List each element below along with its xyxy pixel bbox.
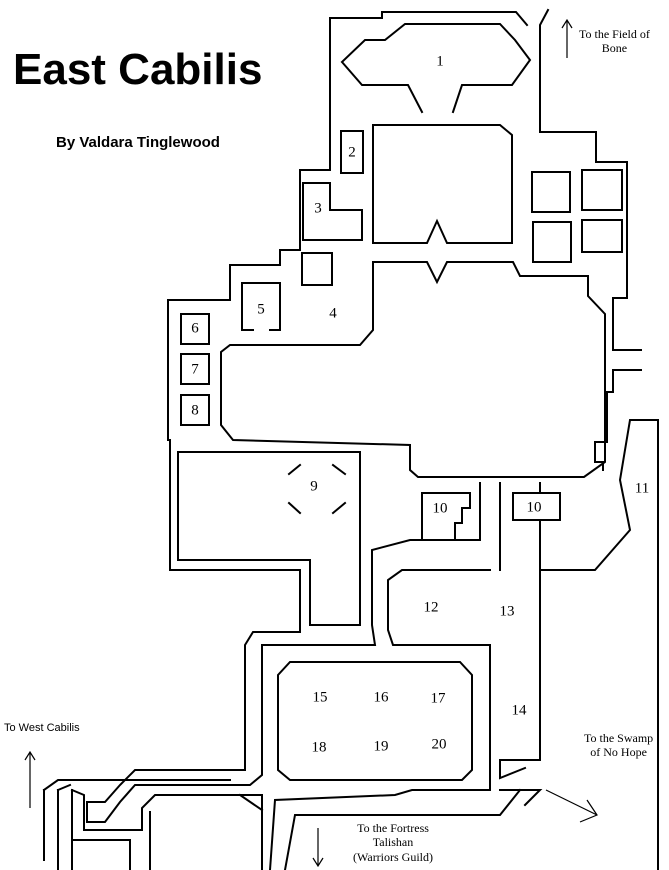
room-label: 16 — [373, 689, 389, 706]
exit-label-line: To the Fortress — [357, 821, 429, 835]
exit-field-of-bone: To the Field of Bone — [579, 27, 650, 56]
exit-swamp: To the Swamp of No Hope — [584, 731, 653, 760]
room-4-annex — [301, 252, 333, 286]
east-streets — [268, 419, 659, 870]
room-label: 5 — [257, 301, 265, 318]
room-9-diagonals — [287, 463, 347, 515]
south-west-street — [86, 439, 481, 823]
exit-fortress: To the Fortress Talishan (Warriors Guild… — [353, 821, 433, 864]
exit-label-line: To the Field of — [579, 27, 650, 41]
house-ne-1 — [531, 171, 571, 213]
room-2-box — [340, 130, 364, 174]
room-10b-box — [512, 492, 561, 521]
room-9-block — [177, 451, 361, 626]
room-7-box — [180, 353, 210, 385]
south-alley-west — [42, 779, 264, 870]
exit-west-cabilis: To West Cabilis — [4, 722, 80, 734]
room-label: 10 — [526, 499, 542, 516]
exit-label-line: Bone — [601, 41, 628, 56]
arrow-diagonal-icon — [545, 789, 598, 823]
room-label: 11 — [634, 480, 650, 497]
room-10a-box — [421, 492, 471, 541]
map-author: By Valdara Tinglewood — [56, 134, 220, 151]
arrow-down-icon — [312, 828, 324, 868]
outer-wall-east — [539, 8, 642, 471]
exit-label-line: To the Swamp — [584, 731, 654, 745]
room-label: 9 — [310, 478, 318, 495]
house-ne-4 — [581, 219, 623, 253]
room-label: 17 — [430, 690, 446, 707]
outer-wall-west — [167, 11, 529, 441]
house-ne-2 — [581, 169, 623, 211]
room-label: 20 — [431, 736, 447, 753]
room-label: 8 — [191, 402, 199, 419]
market-square — [277, 661, 473, 781]
central-plaza — [220, 261, 606, 478]
room-8-box — [180, 394, 210, 426]
exit-label-line: (Warriors Guild) — [353, 849, 434, 864]
map-title: East Cabilis — [13, 45, 263, 94]
room-label: 3 — [314, 200, 322, 217]
arrow-up-icon — [24, 750, 36, 808]
north-hall-wall — [340, 23, 532, 114]
room-label: 1 — [436, 53, 444, 70]
room-label: 7 — [191, 361, 199, 378]
house-ne-3 — [532, 221, 572, 263]
room-6-box — [180, 313, 210, 345]
room-label: 10 — [432, 500, 448, 517]
central-building — [372, 124, 513, 244]
room-5-box — [241, 282, 281, 331]
room-label: 18 — [311, 739, 327, 756]
room-label: 12 — [423, 599, 439, 616]
room-label: 2 — [348, 144, 356, 161]
room-label: 13 — [499, 603, 515, 620]
exit-label-line: Talishan — [372, 835, 414, 850]
room-label: 6 — [191, 320, 199, 337]
exit-label-line: of No Hope — [590, 745, 647, 760]
room-label: 15 — [312, 689, 328, 706]
room-label: 14 — [511, 702, 527, 719]
room-label: 4 — [329, 305, 337, 322]
room-3-box — [302, 182, 363, 241]
room-label: 19 — [373, 738, 389, 755]
arrow-up-icon — [561, 18, 573, 58]
